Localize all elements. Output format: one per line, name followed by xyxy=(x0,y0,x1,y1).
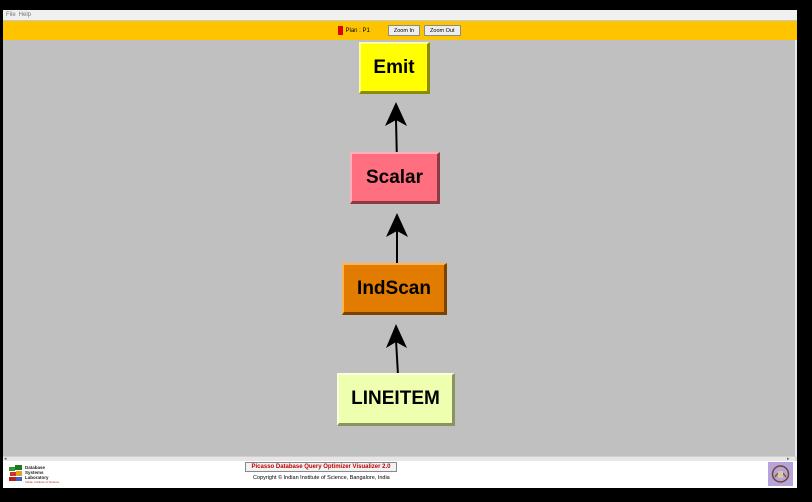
scroll-right-arrow-icon[interactable]: ▸ xyxy=(787,456,790,462)
vertical-scrollbar[interactable] xyxy=(795,40,797,456)
plan-node-lineitem[interactable]: LINEITEM xyxy=(337,373,455,426)
lab-logo-subtext: Indian Institute of Science xyxy=(25,480,60,484)
product-title-button[interactable]: Picasso Database Query Optimizer Visuali… xyxy=(245,462,397,472)
plan-node-scalar[interactable]: Scalar xyxy=(350,152,440,204)
footer: Database Systems Laboratory Indian Insti… xyxy=(3,461,797,488)
database-cylinders-icon xyxy=(9,465,22,481)
lab-logo-text: Database Systems Laboratory xyxy=(25,465,49,480)
plan-node-indscan[interactable]: IndScan xyxy=(342,263,447,315)
plan-color-swatch xyxy=(337,26,343,35)
menu-help[interactable]: Help xyxy=(18,12,32,18)
edge-lineitem-indscan xyxy=(386,324,407,376)
zoom-in-button[interactable]: Zoom In xyxy=(387,25,421,36)
plan-tree-canvas: Emit Scalar IndScan LINEITEM xyxy=(3,40,795,456)
scroll-left-arrow-icon[interactable]: ◂ xyxy=(4,456,7,462)
plan-toolbar: Plan : P1 Zoom In Zoom Out xyxy=(3,21,797,40)
horizontal-scrollbar[interactable]: ◂ ▸ xyxy=(3,456,795,462)
plan-label: Plan : P1 xyxy=(345,27,370,34)
copyright-text: Copyright © Indian Institute of Science,… xyxy=(253,475,390,481)
zoom-out-button[interactable]: Zoom Out xyxy=(424,25,461,36)
menu-file[interactable]: File xyxy=(6,12,16,18)
emblem-icon xyxy=(768,462,793,486)
plan-node-emit[interactable]: Emit xyxy=(359,42,430,94)
iisc-emblem-logo xyxy=(768,462,793,486)
menu-bar: File Help xyxy=(3,10,797,21)
database-systems-lab-logo: Database Systems Laboratory Indian Insti… xyxy=(8,463,62,485)
application-window: File Help Plan : P1 Zoom In Zoom Out xyxy=(3,10,797,488)
